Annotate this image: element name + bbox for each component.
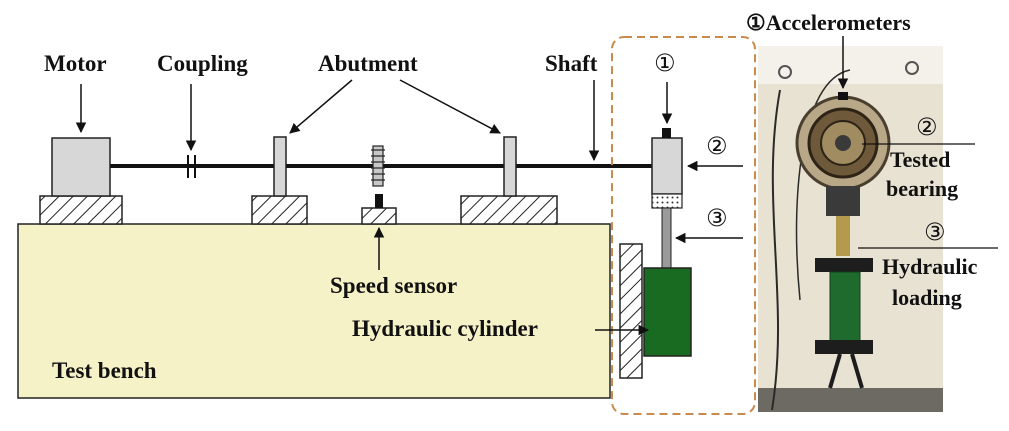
shaft-label: Shaft bbox=[545, 51, 598, 76]
photo-hydraulic-label: Hydraulic bbox=[882, 254, 978, 279]
photo-tested-label: Tested bbox=[890, 147, 950, 172]
test-bench-label: Test bench bbox=[52, 358, 157, 383]
motor bbox=[51, 137, 111, 197]
piston-rod bbox=[661, 207, 672, 269]
photo-panel bbox=[758, 46, 943, 412]
speed-sensor-label: Speed sensor bbox=[330, 273, 457, 298]
photo-marker-2: ② bbox=[916, 113, 938, 141]
cylinder-mount-wall bbox=[619, 243, 643, 379]
motor-label: Motor bbox=[44, 51, 107, 76]
photo-loading-label: loading bbox=[892, 285, 962, 310]
marker-2: ② bbox=[706, 132, 728, 160]
abutment-left bbox=[273, 136, 287, 197]
photo-bearing-label: bearing bbox=[886, 176, 958, 201]
motor-base bbox=[39, 195, 123, 225]
photo-marker-3: ③ bbox=[924, 218, 946, 246]
abutment-label: Abutment bbox=[318, 51, 418, 76]
hydraulic-cylinder bbox=[643, 267, 692, 357]
tested-bearing bbox=[651, 137, 683, 195]
test-bench bbox=[17, 223, 611, 399]
abutment-arrow-right bbox=[399, 79, 501, 134]
gear-wheel bbox=[371, 145, 385, 187]
abutment-arrow-left bbox=[289, 79, 353, 134]
highlight-box bbox=[611, 36, 756, 415]
marker-1: ① bbox=[654, 49, 676, 77]
marker-3: ③ bbox=[706, 204, 728, 232]
abutment-base-right bbox=[460, 195, 558, 225]
hydraulic-cylinder-label: Hydraulic cylinder bbox=[352, 316, 538, 341]
coupling-label: Coupling bbox=[157, 51, 248, 76]
photo-accelerometers-label: ①Accelerometers bbox=[746, 10, 911, 35]
bearing-dotted-pad bbox=[651, 193, 683, 209]
abutment-right bbox=[503, 136, 517, 197]
sensor-base bbox=[361, 207, 397, 225]
abutment-base-left bbox=[251, 195, 308, 225]
speed-sensor bbox=[375, 194, 383, 208]
accelerometer bbox=[662, 128, 671, 138]
